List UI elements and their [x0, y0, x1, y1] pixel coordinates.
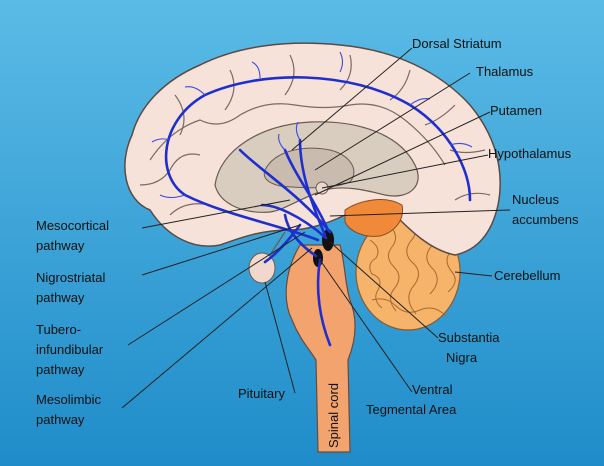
label-ventral-tegmental-line1: Ventral	[412, 382, 453, 397]
label-mesocortical-line1: Mesocortical	[36, 218, 109, 233]
label-substantia-nigra-line1: Substantia	[438, 330, 500, 345]
label-mesolimbic-line2: pathway	[36, 412, 85, 427]
dopamine-pathways	[164, 76, 472, 347]
label-tuberoinfundibular-line3: pathway	[36, 362, 85, 377]
label-cerebellum: Cerebellum	[494, 268, 560, 283]
brainstem	[285, 244, 356, 453]
leader-lines	[121, 47, 511, 409]
label-nucleus-accumbens-line2: accumbens	[512, 212, 579, 227]
labels: Dorsal Striatum Thalamus Putamen Hypotha…	[36, 36, 579, 448]
label-nigrostriatal-line1: Nigrostriatal	[36, 270, 105, 285]
label-substantia-nigra-line2: Nigra	[446, 350, 478, 365]
label-spinal-cord: Spinal cord	[326, 383, 341, 448]
thin-pathways	[151, 51, 473, 199]
label-mesocortical-line2: pathway	[36, 238, 85, 253]
gyri-folds	[139, 54, 491, 216]
label-nigrostriatal-line2: pathway	[36, 290, 85, 305]
label-tuberoinfundibular-line1: Tubero-	[36, 322, 81, 337]
label-tuberoinfundibular-line2: infundibular	[36, 342, 104, 357]
label-dorsal-striatum: Dorsal Striatum	[412, 36, 502, 51]
vta-nucleus	[313, 249, 323, 267]
label-hypothalamus: Hypothalamus	[488, 146, 572, 161]
label-mesolimbic-line1: Mesolimbic	[36, 392, 102, 407]
label-thalamus: Thalamus	[476, 64, 534, 79]
pituitary-stalk	[269, 231, 286, 256]
midbrain-region	[344, 199, 404, 237]
label-putamen: Putamen	[490, 103, 542, 118]
label-ventral-tegmental-line2: Tegmental Area	[366, 402, 457, 417]
label-nucleus-accumbens-line1: Nucleus	[512, 192, 559, 207]
label-pituitary: Pituitary	[238, 386, 285, 401]
